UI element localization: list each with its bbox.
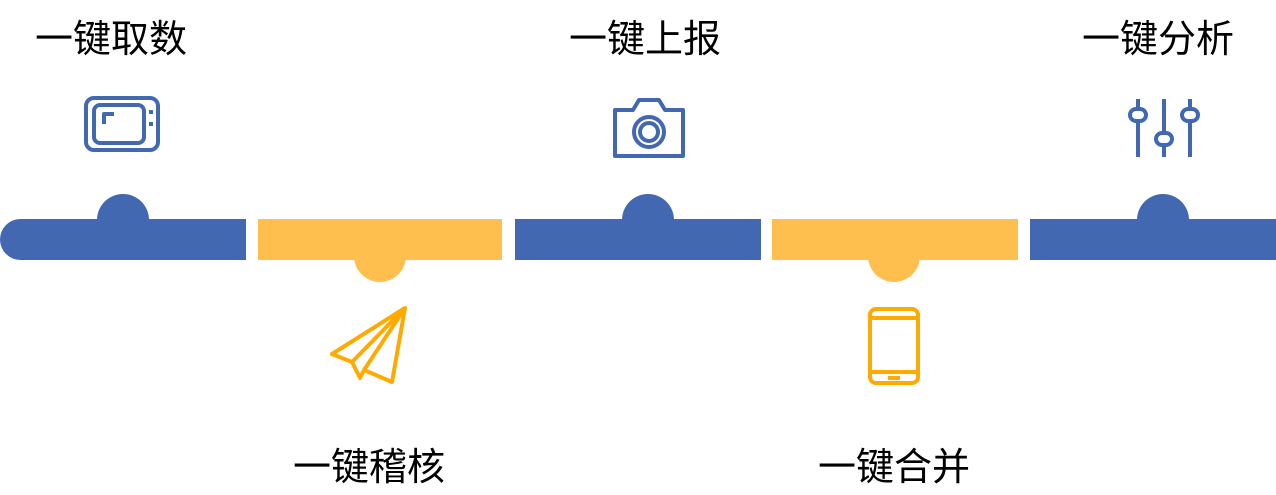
step-label-1: 一键取数 <box>34 17 188 61</box>
timeline-marker-5 <box>1137 194 1189 246</box>
tv-icon <box>84 96 160 152</box>
step-label-5: 一键分析 <box>1081 17 1235 61</box>
paper-plane-icon <box>330 306 407 384</box>
step-label-3: 一键上报 <box>568 17 722 61</box>
step-label-4: 一键合并 <box>817 445 971 489</box>
timeline-marker-2 <box>354 230 406 282</box>
smartphone-icon <box>868 307 920 385</box>
timeline-marker-4 <box>868 230 920 282</box>
timeline-marker-3 <box>622 194 674 246</box>
sliders-icon <box>1128 99 1200 157</box>
timeline-marker-1 <box>97 194 149 246</box>
camera-icon <box>613 98 685 158</box>
step-label-2: 一键稽核 <box>292 445 446 489</box>
